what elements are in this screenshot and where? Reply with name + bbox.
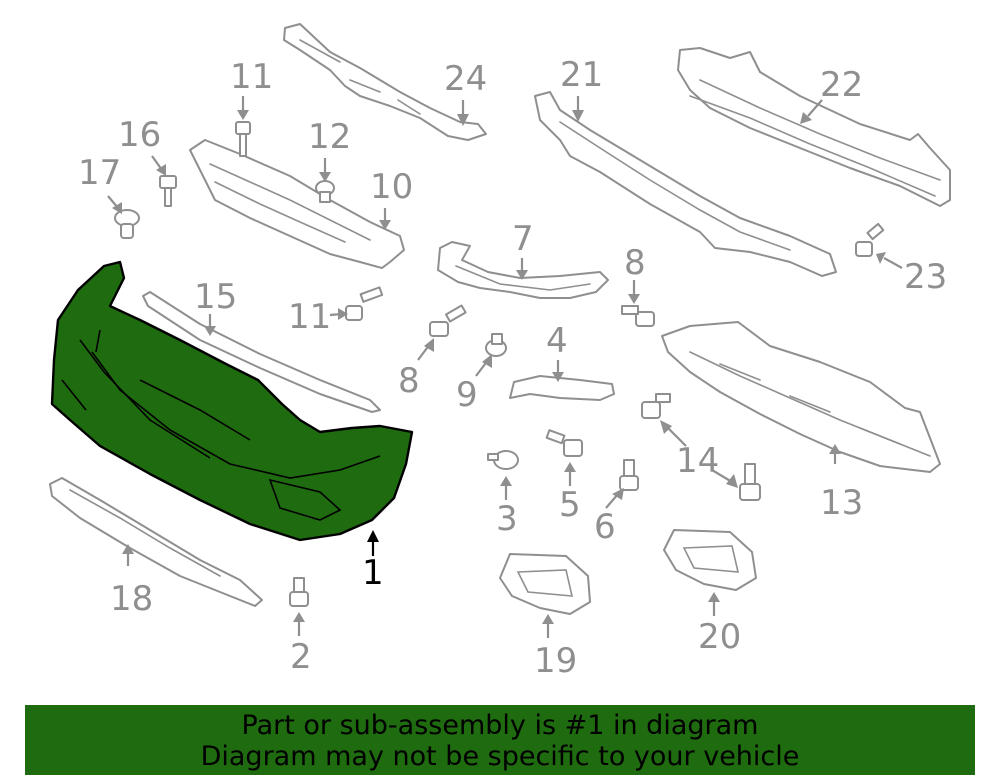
fastener-14-right (711, 463, 761, 501)
callout-13: 13 (820, 483, 863, 523)
callout-8-right: 8 (624, 243, 646, 283)
callout-24: 24 (444, 59, 487, 99)
fastener-6 (605, 459, 639, 509)
part-20-bezel (663, 529, 757, 616)
banner-line-2: Diagram may not be specific to your vehi… (200, 741, 800, 772)
callout-23: 23 (904, 257, 947, 297)
callout-1: 1 (362, 553, 384, 593)
part-10-grille-bracket (189, 139, 405, 269)
callout-3: 3 (496, 499, 518, 539)
fastener-3 (487, 450, 519, 500)
callout-15: 15 (194, 277, 237, 317)
callout-labels: 1 2 3 4 5 6 7 8 8 9 10 11 11 12 13 14 15… (78, 55, 947, 681)
callout-19: 19 (534, 641, 577, 681)
callout-10: 10 (370, 167, 413, 207)
part-22-upper-beam (677, 47, 951, 207)
callout-9: 9 (456, 375, 478, 415)
callout-14: 14 (676, 441, 719, 481)
callout-18: 18 (110, 579, 153, 619)
callout-16: 16 (118, 115, 161, 155)
part-7-side-bracket (437, 241, 609, 299)
fastener-17 (107, 195, 140, 239)
fastener-11-lower (329, 286, 384, 321)
fastener-14-left (641, 393, 687, 447)
callout-17: 17 (78, 153, 121, 193)
part-24-bracket (283, 23, 487, 141)
callout-4: 4 (546, 321, 568, 361)
fastener-2 (289, 577, 309, 636)
callout-2: 2 (290, 637, 312, 677)
callout-6: 6 (594, 507, 616, 547)
callout-11-lower: 11 (288, 297, 331, 337)
callout-22: 22 (820, 65, 863, 105)
fastener-8-left (417, 304, 467, 361)
parts-diagram: 1 2 3 4 5 6 7 8 8 9 10 11 11 12 13 14 15… (49, 23, 951, 681)
part-19-bezel (499, 553, 591, 638)
callout-5: 5 (559, 485, 581, 525)
callout-12: 12 (308, 117, 351, 157)
fastener-5 (545, 429, 583, 486)
part-4-bracket (509, 360, 615, 401)
banner-line-1: Part or sub-assembly is #1 in diagram (241, 710, 759, 741)
notice-banner: Part or sub-assembly is #1 in diagram Di… (25, 705, 975, 775)
callout-21: 21 (560, 55, 603, 95)
fastener-23 (855, 222, 903, 269)
fastener-11-upper (235, 96, 251, 157)
fastener-9 (475, 333, 507, 377)
part-18-lower-molding (49, 477, 263, 607)
part-15-molding (142, 291, 381, 413)
fastener-8-right (621, 280, 655, 327)
callout-11-upper: 11 (230, 57, 273, 97)
callout-7: 7 (512, 219, 534, 259)
part-1-bumper-cover (50, 260, 414, 556)
part-21-reinforcement (534, 91, 837, 277)
fastener-16 (151, 155, 177, 207)
callout-20: 20 (698, 617, 741, 657)
part-13-deflector (661, 321, 941, 473)
callout-8-left: 8 (398, 361, 420, 401)
fastener-12 (315, 158, 335, 203)
